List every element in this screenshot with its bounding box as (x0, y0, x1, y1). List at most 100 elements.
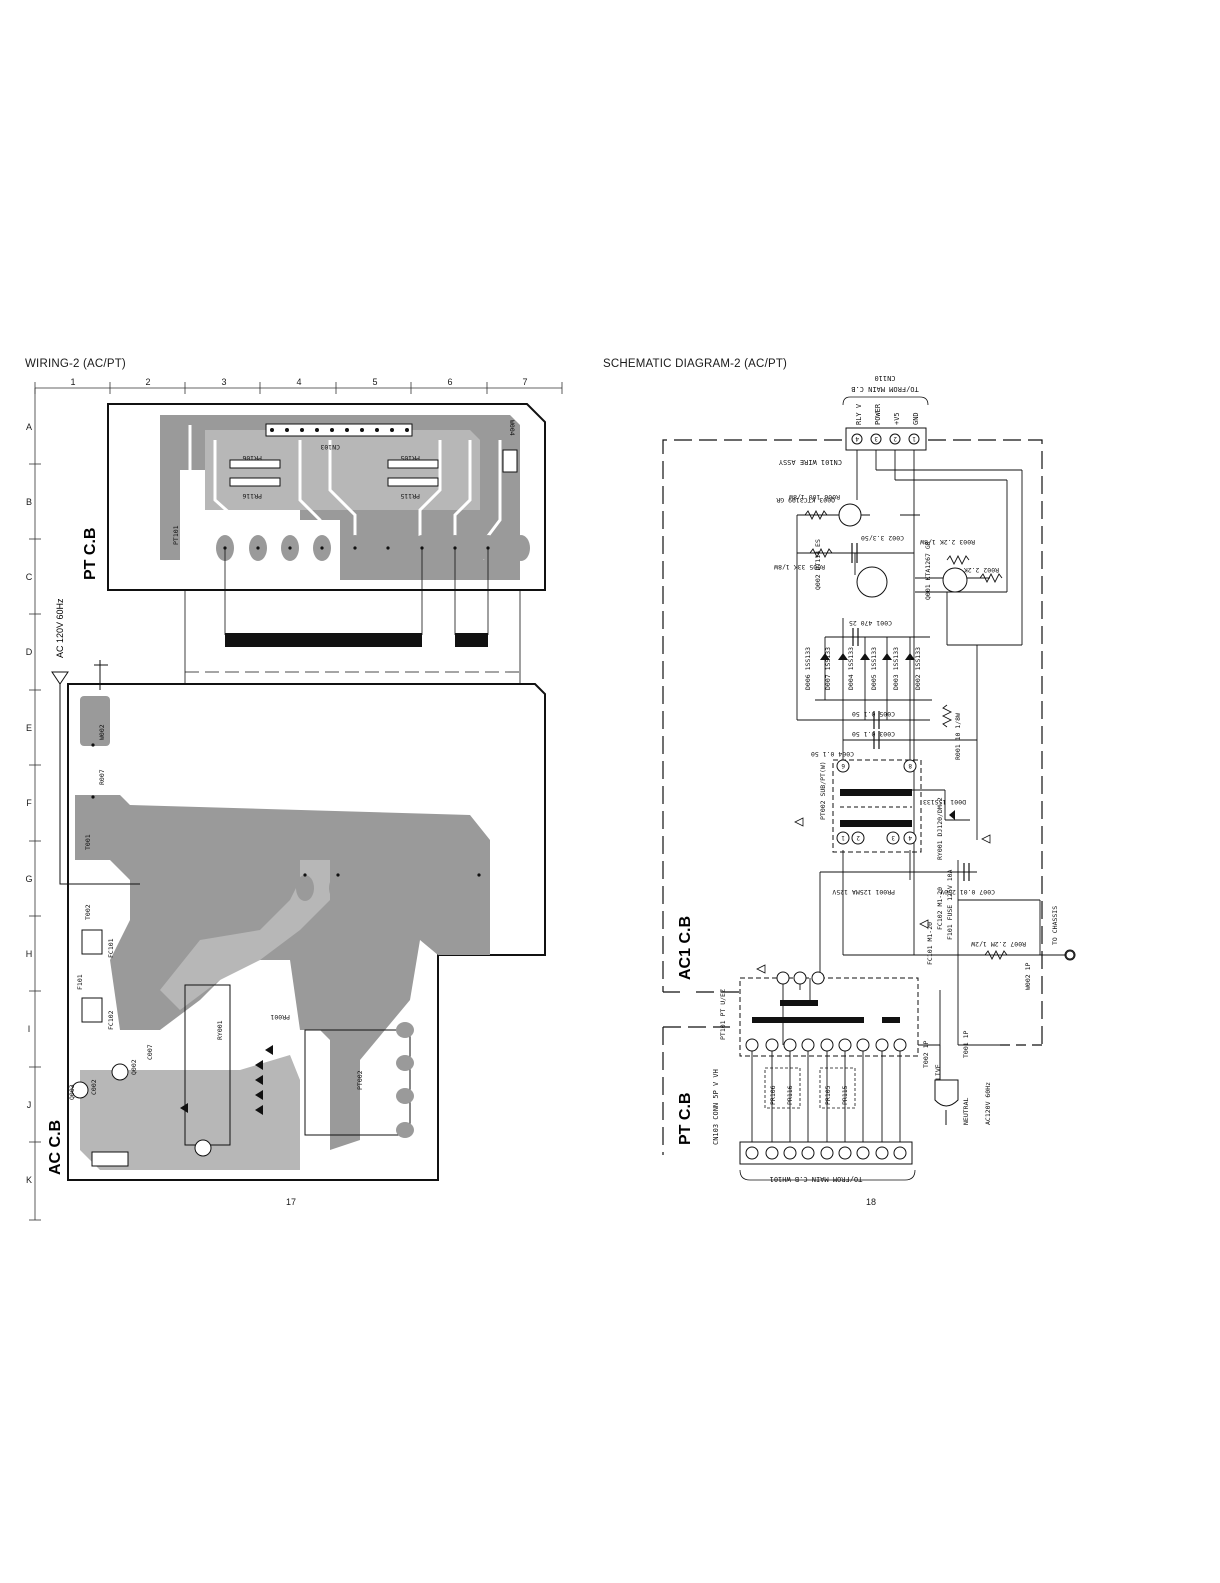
part-label: PT002 (356, 1070, 364, 1090)
component-label: Q003 KTC3199 GR (776, 496, 835, 504)
component-label: D007 1SS133 (824, 647, 832, 690)
component-label: D002 1SS133 (914, 647, 922, 690)
top-connector-pin: +V5 (893, 412, 901, 425)
component-label: D001 1SS133 (923, 798, 966, 806)
part-label: PR115 (400, 492, 420, 500)
component-label: D005 1SS133 (870, 647, 878, 690)
component-label: C004 0.1 50 (811, 750, 854, 758)
row-label: J (26, 1100, 32, 1110)
svg-text:2: 2 (856, 834, 860, 841)
svg-text:3: 3 (874, 435, 878, 442)
component-label: R001 10 1/8W (954, 713, 962, 760)
component-label: C007 0.01 250V (940, 888, 995, 896)
part-label: FC102 (107, 1010, 115, 1030)
row-label: H (25, 949, 33, 959)
row-label: E (25, 723, 32, 733)
component-label: PR115 (841, 1085, 849, 1105)
bottom-connector (739, 1141, 913, 1165)
wiring-page-number: 17 (286, 1197, 297, 1207)
warning-triangles (756, 817, 991, 974)
component-label: C001 470 25 (849, 619, 892, 627)
component-label: PR001 125MA 125V (832, 888, 895, 896)
schematic-resistors (804, 509, 1008, 961)
schematic-page-number: 18 (866, 1197, 877, 1207)
part-label: RY001 (216, 1020, 224, 1040)
part-label: PR001 (270, 1013, 290, 1021)
part-label: F101 (76, 974, 84, 990)
row-label: G (25, 874, 33, 884)
part-label: T002 (84, 904, 92, 920)
ac-input-label: AC 120V 60Hz (55, 598, 65, 658)
svg-text:6: 6 (841, 762, 845, 769)
row-label: K (25, 1175, 32, 1185)
component-label: D004 1SS133 (847, 647, 855, 690)
row-label: B (25, 497, 32, 507)
component-label: R007 2.2M 1/2W (971, 940, 1026, 948)
schematic-title: SCHEMATIC DIAGRAM-2 (AC/PT) (603, 358, 788, 370)
component-label: PR106 (769, 1085, 777, 1105)
component-label: PR105 (824, 1085, 832, 1105)
part-label: W002 (98, 724, 106, 740)
column-label: 4 (296, 377, 302, 387)
component-label: W002 1P (1024, 963, 1032, 990)
ac-plug (934, 1079, 959, 1125)
part-label: PR116 (242, 492, 262, 500)
component-label: T001 1P (962, 1031, 970, 1058)
part-label: PR105 (400, 454, 420, 462)
part-label: Q002 (130, 1059, 138, 1075)
component-label: C002 3.3/50 (861, 534, 904, 542)
schematic-pt-board-label: PT C.B (677, 1093, 694, 1145)
part-label: PR106 (242, 454, 262, 462)
component-label: C005 0.1 50 (852, 710, 895, 718)
part-label: CN103 (320, 443, 340, 451)
top-connector-pin: RLY V (855, 403, 863, 425)
part-label: C007 (146, 1044, 154, 1060)
svg-text:2: 2 (893, 435, 897, 442)
part-label: FC101 (107, 938, 115, 958)
ac-input-cord (51, 660, 140, 885)
component-label: R006 100 1/8W (789, 493, 840, 501)
svg-text:3: 3 (891, 834, 895, 841)
schematic-diodes (820, 653, 955, 820)
column-label: 1 (70, 377, 76, 387)
schematic-capacitors (851, 543, 970, 881)
svg-text:4: 4 (908, 834, 912, 841)
part-label: PT101 (172, 525, 180, 545)
part-label: W004 (508, 420, 516, 436)
column-label: 6 (447, 377, 453, 387)
top-connector-pin: POWER (874, 403, 882, 425)
winding-bar (225, 633, 422, 647)
component-label: R002 2.2K (964, 566, 999, 574)
svg-text:8: 8 (908, 762, 912, 769)
component-label: LIVE (934, 1064, 942, 1080)
part-label: T001 (84, 834, 92, 850)
column-label: 2 (145, 377, 151, 387)
component-label: NEUTRAL (962, 1098, 970, 1125)
row-label: A (25, 422, 32, 432)
component-label: Q001 KTA1267 GR (924, 541, 932, 600)
part-label: R007 (98, 769, 106, 785)
column-label: 7 (522, 377, 528, 387)
component-label: RY001 DJ120/DM-2 (936, 797, 944, 860)
row-label: I (27, 1024, 31, 1034)
component-label: AC120V 60Hz (984, 1082, 992, 1125)
row-label: C (25, 572, 33, 582)
wiring-ac-board-label: AC C.B (47, 1120, 64, 1175)
top-connector-wire: CN101 WIRE ASSY (778, 458, 842, 466)
pt002-transformer (832, 759, 922, 853)
top-connector-pin: GND (912, 412, 920, 425)
component-label: D003 1SS133 (892, 647, 900, 690)
ac-board (67, 683, 546, 1181)
component-label: F101 FUSE 125V 10A (946, 869, 954, 940)
schematic-ac1-board-label: AC1 C.B (677, 916, 694, 980)
column-label: 5 (372, 377, 378, 387)
chassis-ground (1064, 949, 1076, 961)
winding-bar (455, 633, 488, 647)
schematic-ac1-board-outline (662, 439, 1043, 1155)
grid-ruler (29, 382, 563, 1221)
schematic-wires (751, 450, 1070, 1145)
component-label: PT101 PT U/EZ (719, 989, 727, 1040)
component-label: FC101 M1-20 (926, 922, 934, 965)
part-label: C002 (90, 1079, 98, 1095)
component-label: C003 0.1 50 (852, 730, 895, 738)
